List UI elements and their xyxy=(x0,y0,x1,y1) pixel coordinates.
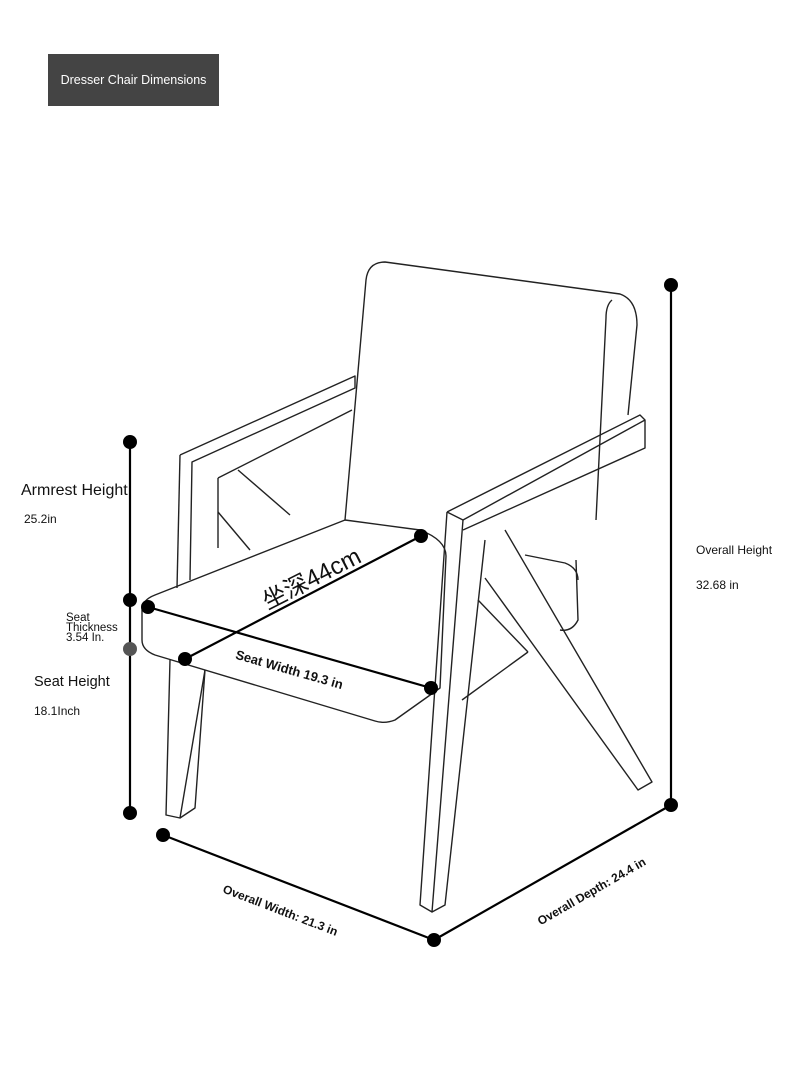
dimension-lines xyxy=(128,285,673,942)
seat-width-line xyxy=(147,605,432,690)
dimension-markers xyxy=(123,278,678,947)
seat-thickness-label-2: Thickness xyxy=(66,622,118,634)
title-text: Dresser Chair Dimensions xyxy=(60,73,207,87)
overall-height-value: 32.68 in xyxy=(696,578,739,592)
overall-height-label: Overall Height xyxy=(696,543,773,557)
armrest-height-value: 25.2in xyxy=(24,512,57,526)
seat-thickness-label-1: Seat xyxy=(66,612,90,624)
seat-depth-line xyxy=(184,535,422,660)
overall-width-line xyxy=(162,833,435,942)
chair-outline xyxy=(141,261,653,913)
armrest-height-label: Armrest Height xyxy=(21,482,128,499)
seat-height-value: 18.1Inch xyxy=(34,704,81,718)
seat-thickness-value: 3.54 In. xyxy=(66,632,105,644)
seat-height-label: Seat Height xyxy=(34,674,110,690)
title-banner: Dresser Chair Dimensions xyxy=(48,54,219,106)
overall-depth-line xyxy=(433,804,672,941)
